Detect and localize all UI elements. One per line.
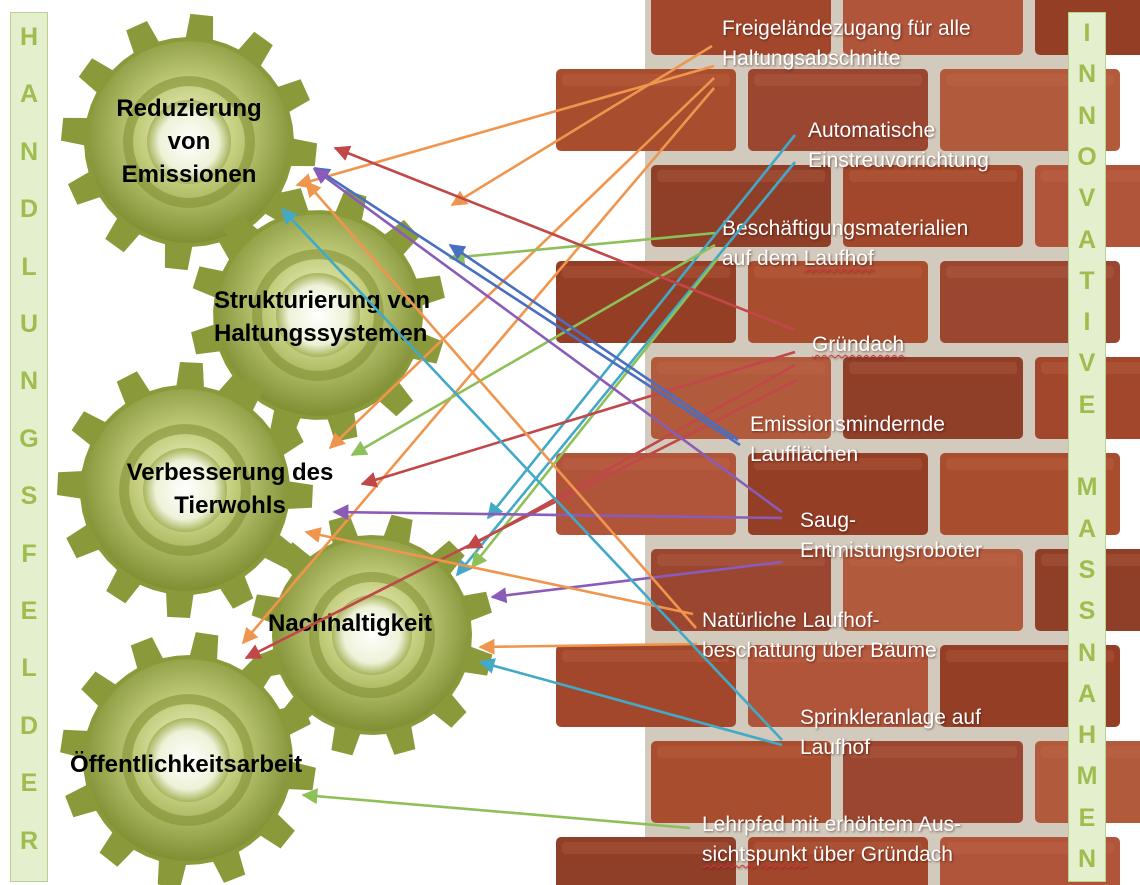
label-verbesserung-tierwohl: Verbesserung des Tierwohls xyxy=(126,459,334,520)
brick xyxy=(843,549,1023,631)
band-letter: R xyxy=(19,826,39,855)
band-letter: E xyxy=(1078,803,1096,832)
brick xyxy=(843,741,1023,823)
band-letter: N xyxy=(1077,638,1097,667)
band-letter: U xyxy=(19,310,39,338)
band-letter: T xyxy=(1079,266,1095,295)
band-letter: F xyxy=(21,539,37,568)
band-letter: E xyxy=(1078,390,1096,419)
brick xyxy=(748,837,928,885)
measure-gruendach: Gründach xyxy=(812,333,905,356)
brick xyxy=(651,741,831,823)
band-letter: S xyxy=(1078,597,1096,626)
band-letter: E xyxy=(20,597,38,625)
band-letter: A xyxy=(19,80,39,109)
gear-reduzierung xyxy=(60,13,318,271)
band-letter: N xyxy=(1077,845,1097,873)
measure-einstreuvorrichtung: Automatische Einstreuvorrichtung xyxy=(808,119,989,172)
band-letter: A xyxy=(1077,514,1097,543)
band-letter: N xyxy=(1077,60,1097,89)
measure-laufhofbeschattung: Natürliche Laufhof- beschattung über Bäu… xyxy=(702,609,937,662)
band-letter: V xyxy=(1078,184,1096,213)
band-letter: H xyxy=(19,23,39,51)
measure-sprinkleranlage: Sprinkleranlage auf Laufhof xyxy=(800,706,981,759)
band-letter: I xyxy=(1083,308,1091,337)
measure-freigelaendezugang: Freigeländezugang für alle Haltungsabsch… xyxy=(722,17,971,70)
gear-oeffentlichkeit xyxy=(60,632,316,885)
label-oeffentlichkeitsarbeit: Öffentlichkeitsarbeit xyxy=(70,751,303,778)
band-letter: H xyxy=(1077,721,1097,750)
band-letter: N xyxy=(19,137,39,166)
band-letter: M xyxy=(1076,473,1098,502)
brick xyxy=(748,645,928,727)
brick xyxy=(556,837,736,885)
brick xyxy=(843,165,1023,247)
band-letter: D xyxy=(19,711,39,740)
measure-lehrpfad: Lehrpfad mit erhöhtem Aus- sichtspunkt ü… xyxy=(702,813,962,866)
band-letter: I xyxy=(1083,19,1091,47)
band-letter: O xyxy=(1077,142,1097,171)
band-letter: V xyxy=(1078,349,1096,378)
measure-beschaeftigungsmaterialien: Beschäftigungsmaterialien auf dem Laufho… xyxy=(722,217,969,270)
band-letter: A xyxy=(1077,679,1097,708)
band-letter: E xyxy=(20,769,38,798)
band-letter: G xyxy=(19,424,39,453)
brick xyxy=(748,69,928,151)
brick xyxy=(651,0,831,55)
label-strukturierung-haltungssysteme: Strukturierung von Haltungssystemen xyxy=(214,287,431,348)
band-letter: D xyxy=(19,195,39,224)
label-reduzierung-emissionen: Reduzierung von Emissionen xyxy=(116,95,262,189)
band-letter: A xyxy=(1077,225,1097,254)
band-letter: N xyxy=(19,367,39,396)
band-letter: S xyxy=(1078,555,1096,584)
measure-emissionsmindernde-laufflaechen: Emissionsmindernde Laufflächen xyxy=(750,413,945,466)
band-letter: N xyxy=(1077,101,1097,130)
measure-saug-entmistungsroboter: Saug- Entmistungsroboter xyxy=(800,509,983,562)
band-letter: M xyxy=(1076,762,1098,791)
band-letter: S xyxy=(20,482,38,511)
label-nachhaltigkeit: Nachhaltigkeit xyxy=(268,610,433,637)
brick xyxy=(843,357,1023,439)
brick xyxy=(843,0,1023,55)
band-letter: L xyxy=(21,654,37,683)
band-letter: L xyxy=(21,252,37,281)
